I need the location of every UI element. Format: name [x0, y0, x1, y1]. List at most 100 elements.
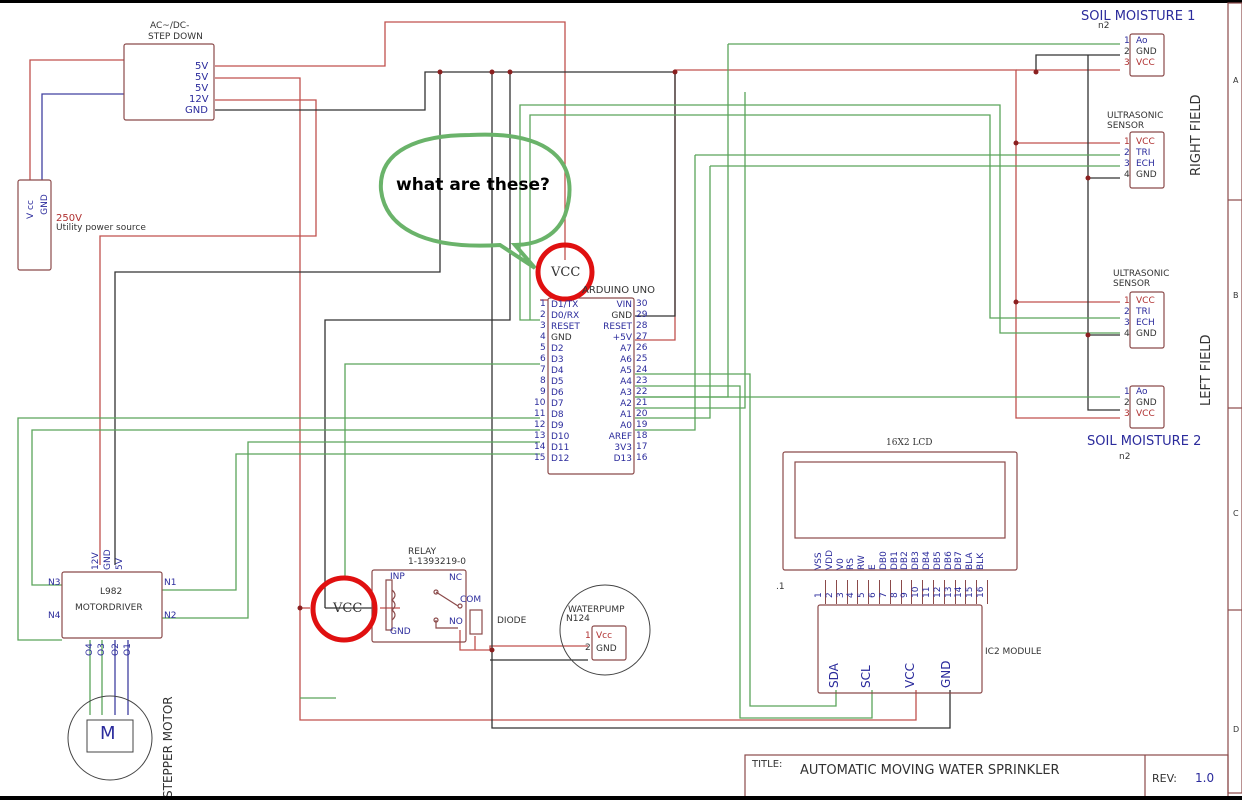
pin-number: 4 — [540, 332, 546, 342]
lcd-pin-line — [933, 580, 934, 604]
pin-label: Ao — [1136, 387, 1148, 397]
pin-label: GND — [185, 105, 208, 116]
pin-number: 19 — [636, 420, 648, 430]
zone-label: C — [1233, 509, 1239, 518]
pin-label: GND — [1136, 329, 1157, 339]
relay-title-1: RELAY — [408, 547, 437, 557]
pin-number: 10 — [911, 586, 922, 598]
source-voltage: 250V — [56, 213, 82, 224]
pin-number: 12 — [534, 420, 546, 430]
pin-label: N1 — [164, 578, 177, 588]
pin-number: 3 — [1124, 409, 1130, 419]
pin-number: 2 — [824, 592, 835, 598]
pin-number: 18 — [636, 431, 648, 441]
ultrasonic-1-box — [1129, 131, 1165, 189]
power-wires — [29, 21, 1120, 721]
pin-label: GND — [1136, 47, 1157, 57]
lcd-pin-line — [879, 580, 880, 604]
pin-number: 21 — [636, 398, 648, 408]
pin-label: DB5 — [932, 551, 943, 570]
pin-number: 22 — [636, 387, 648, 397]
ultrasonic-2-title: ULTRASONIC — [1113, 269, 1170, 279]
vcc-symbol-2: VCC — [333, 601, 363, 616]
i2c-title: IC2 MODULE — [985, 647, 1042, 657]
relay-internals — [385, 579, 463, 631]
pin-number: 4 — [846, 592, 857, 598]
lcd-pin-line — [857, 580, 859, 604]
pin-label: DB1 — [889, 551, 900, 570]
pin-label: VCC — [1136, 409, 1155, 419]
pump-connector — [591, 625, 627, 661]
ultrasonic-1-title: ULTRASONIC — [1107, 111, 1164, 121]
pin-number: 2 — [585, 643, 591, 653]
lcd-box — [782, 451, 1018, 571]
pin-number: 25 — [636, 354, 648, 364]
pin-label: A4 — [620, 377, 632, 387]
pin-label: Vcc — [596, 631, 613, 641]
vcc-symbol-1: VCC — [551, 265, 581, 280]
pin-label: BLK — [976, 552, 986, 570]
lcd-pin-line — [922, 580, 924, 604]
diode-body — [469, 609, 483, 635]
pin-label: DB0 — [878, 551, 889, 570]
pin-label: A0 — [620, 421, 632, 431]
pin-label: D9 — [551, 421, 564, 431]
pin-label: O4 — [85, 643, 95, 656]
pin-number: 2 — [1124, 148, 1130, 158]
pin-label: GND — [1136, 170, 1157, 180]
pin-label: DB4 — [922, 551, 932, 570]
pin-number: 2 — [1124, 47, 1130, 57]
pin-label: D12 — [551, 454, 570, 464]
pin-number: 13 — [534, 431, 546, 441]
pin-number: 1 — [540, 299, 546, 309]
zone-strip — [1227, 2, 1242, 794]
pin-label: O2 — [111, 643, 121, 656]
pin-number: 9 — [540, 387, 546, 397]
pin-label: DB6 — [943, 551, 954, 570]
pin-label: D4 — [551, 366, 564, 376]
pin-number: 8 — [889, 592, 900, 598]
pin-label: VSS — [814, 552, 824, 570]
pin-number: 10 — [534, 398, 546, 408]
top-border — [0, 0, 1242, 3]
soil-moisture-2-box — [1129, 385, 1165, 429]
zone-label: D — [1233, 725, 1240, 734]
pin-label: D2 — [551, 344, 564, 354]
pin-label: VIN — [616, 300, 632, 310]
lcd-pin-line — [976, 580, 978, 604]
relay-title-2: 1-1393219-0 — [408, 557, 467, 567]
pin-number: 2 — [540, 310, 546, 320]
pin-label: 3V3 — [614, 443, 632, 453]
zone-label: A — [1233, 76, 1239, 85]
pin-label: GND — [551, 333, 572, 343]
title-block — [744, 754, 1229, 800]
arduino-title: ARDUINO UNO — [582, 285, 655, 296]
pin-label: GND — [390, 627, 411, 637]
pin-label: DB7 — [954, 551, 965, 570]
pin-label: D1/TX — [551, 300, 579, 310]
pin-label: DB3 — [911, 551, 922, 570]
lcd-screen — [794, 461, 1006, 539]
pin-label: N2 — [164, 611, 177, 621]
pin-label: GND — [596, 644, 617, 654]
pin-number: 4 — [1124, 170, 1130, 180]
pin-label: VCC — [1136, 58, 1155, 68]
soil-moisture-2-title: SOIL MOISTURE 2 — [1087, 434, 1202, 449]
pin-number: 29 — [636, 310, 648, 320]
step-down-title-1: AC~/DC- — [150, 21, 190, 31]
lcd-ref: .1 — [776, 582, 785, 592]
motor-symbol: M — [100, 723, 116, 744]
pin-label: 5V — [195, 72, 209, 83]
pin-label: D5 — [551, 377, 564, 387]
pin-number: 27 — [636, 332, 648, 342]
pin-number: 13 — [943, 586, 954, 598]
pin-label: GND — [103, 549, 113, 570]
pin-label: D3 — [551, 355, 564, 365]
lcd-title: 16X2 LCD — [886, 438, 933, 448]
pin-number: 11 — [922, 586, 932, 598]
pin-number: 1 — [1124, 296, 1130, 306]
pin-label: A6 — [620, 355, 632, 365]
pin-label: 5V — [115, 558, 125, 570]
